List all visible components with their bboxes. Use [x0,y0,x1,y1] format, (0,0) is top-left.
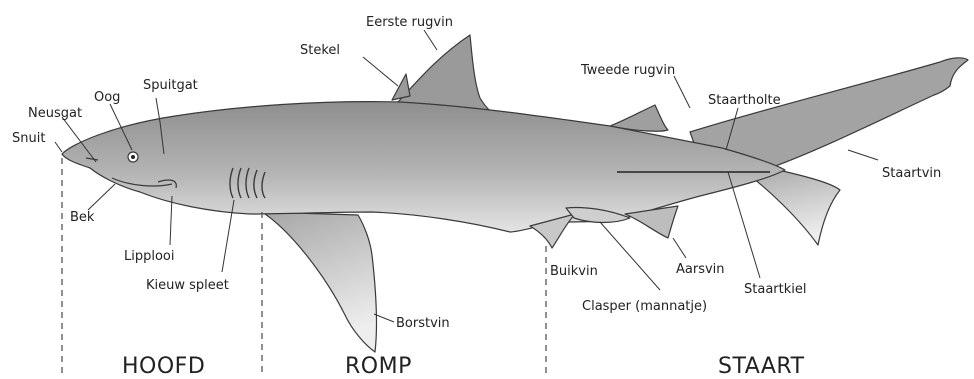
label-clasper: Clasper (mannatje) [582,299,707,314]
pectoral-fin-shape [262,212,376,352]
label-lipplooi: Lipplooi [124,249,175,264]
shark-silhouette [62,35,968,352]
label-kieuw-spleet: Kieuw spleet [146,278,229,293]
eye-pupil [131,155,135,159]
label-spuitgat: Spuitgat [143,78,198,93]
label-oog: Oog [94,90,120,105]
label-aarsvin: Aarsvin [676,262,725,277]
section-hoofd: HOOFD [122,354,205,379]
label-stekel: Stekel [300,43,340,58]
label-tweede-rugvin: Tweede rugvin [580,63,675,78]
spine-shape [392,74,410,100]
label-neusgat: Neusgat [28,106,82,121]
section-staart: STAART [718,354,805,379]
shark-body-shape [62,102,785,232]
label-bek: Bek [70,210,95,225]
label-eerste-rugvin: Eerste rugvin [366,15,453,30]
section-romp: ROMP [345,354,412,379]
label-snuit: Snuit [12,131,45,146]
label-staartkiel: Staartkiel [744,282,806,297]
label-staartvin: Staartvin [882,166,941,181]
label-staartholte: Staartholte [708,93,781,108]
label-buikvin: Buikvin [550,264,598,279]
label-borstvin: Borstvin [396,316,450,331]
section-labels: HOOFD ROMP STAART [122,354,805,379]
